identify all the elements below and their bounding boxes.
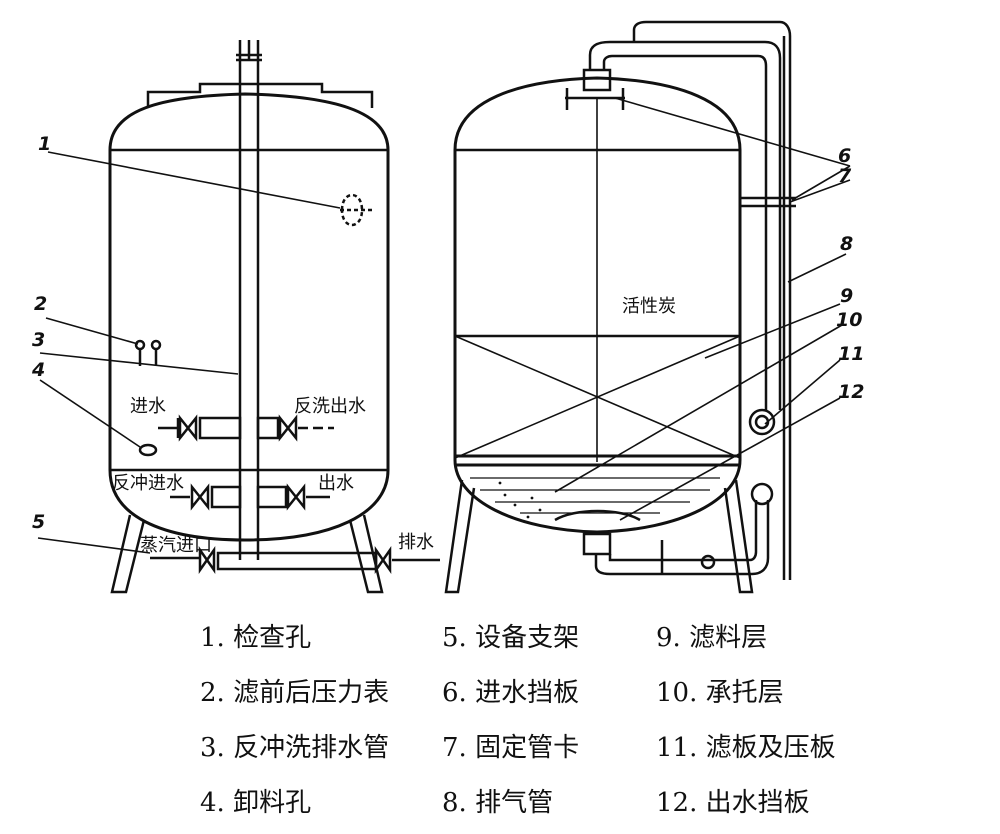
label-drain: 排水 xyxy=(398,532,434,553)
legend-item-7: 7. 固定管卡 xyxy=(442,733,580,763)
callout-5: 5 xyxy=(32,511,45,533)
legend-item-10: 10. 承托层 xyxy=(656,678,784,708)
legend-item-1: 1. 检查孔 xyxy=(200,623,312,653)
label-backwash-outlet: 反洗出水 xyxy=(294,396,366,417)
callout-1: 1 xyxy=(38,133,51,155)
callout-2: 2 xyxy=(34,293,47,315)
callout-10: 10 xyxy=(836,309,862,331)
callout-6: 6 xyxy=(838,145,851,167)
callout-4: 4 xyxy=(31,359,45,381)
label-outlet: 出水 xyxy=(318,473,354,494)
filter-tank-diagram: 1 2 3 4 5 6 7 8 9 10 11 12 进水 反洗出水 反冲进水 … xyxy=(31,20,864,594)
callout-7: 7 xyxy=(838,165,852,187)
legend-item-11: 11. 滤板及压板 xyxy=(656,733,836,763)
legend-item-8: 8. 排气管 xyxy=(442,788,554,818)
label-activated-carbon: 活性炭 xyxy=(622,296,676,317)
right-tank xyxy=(444,20,851,594)
label-steam-inlet: 蒸汽进口 xyxy=(140,535,212,556)
legend-item-3: 3. 反冲洗排水管 xyxy=(200,733,390,763)
legend: 1. 检查孔 2. 滤前后压力表 3. 反冲洗排水管 4. 卸料孔 5. 设备支… xyxy=(0,600,1000,834)
diagram-labels: 进水 反洗出水 反冲进水 出水 蒸汽进口 排水 活性炭 xyxy=(112,296,676,556)
sediment-dots xyxy=(498,481,542,519)
legend-item-4: 4. 卸料孔 xyxy=(200,788,312,818)
legend-item-6: 6. 进水挡板 xyxy=(442,678,580,708)
callout-3: 3 xyxy=(32,329,45,351)
legend-item-9: 9. 滤料层 xyxy=(656,623,768,653)
left-tank xyxy=(37,40,440,594)
callout-9: 9 xyxy=(840,285,853,307)
callout-8: 8 xyxy=(840,233,853,255)
legend-item-12: 12. 出水挡板 xyxy=(656,788,810,818)
callout-12: 12 xyxy=(838,381,864,403)
callout-numbers: 1 2 3 4 5 6 7 8 9 10 11 12 xyxy=(31,133,864,533)
label-inlet: 进水 xyxy=(130,396,166,417)
callout-11: 11 xyxy=(838,343,864,365)
label-backflush-inlet: 反冲进水 xyxy=(112,473,184,494)
legend-item-5: 5. 设备支架 xyxy=(442,623,580,653)
legend-item-2: 2. 滤前后压力表 xyxy=(200,678,390,708)
